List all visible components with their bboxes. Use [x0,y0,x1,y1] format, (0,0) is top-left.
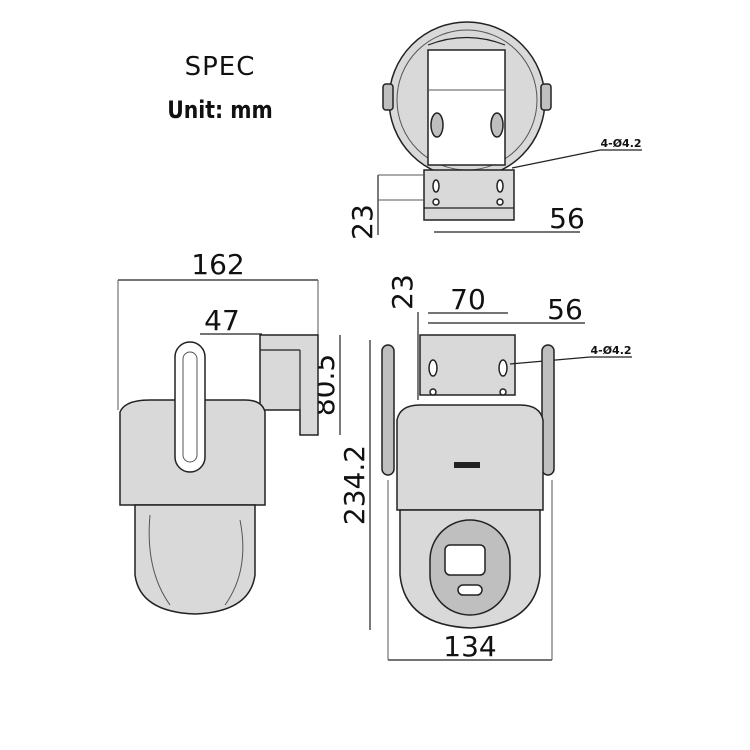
top-view-hole-3 [432,198,440,206]
side-view-floodlight [174,341,206,473]
front-view-sensor [457,584,483,596]
dim-front-hole-spacing: 70 [450,283,486,316]
dim-front-bracket-width: 56 [547,293,583,326]
side-view: 162 47 80.5 [117,248,341,615]
front-view-light-right [541,344,555,476]
dim-top-height: 23 [346,204,379,240]
side-view-dome [134,504,256,615]
dim-side-bracket: 47 [204,304,240,337]
dim-front-height: 234.2 [338,445,371,525]
top-view-lug-left [382,83,394,111]
dim-top-width: 56 [549,202,585,235]
unit-label: Unit: mm [167,96,273,124]
front-view-brand [454,462,480,468]
top-view: 23 56 4-Ø4.2 [346,21,642,240]
front-view-lens [444,544,486,576]
leader-top-holes [511,149,601,169]
top-view-housing [427,49,506,166]
spec-title: SPEC [184,52,256,82]
top-view-light-right [490,112,504,138]
top-view-hole-1 [432,179,440,193]
dim-front-width: 134 [443,630,496,663]
front-view: 23 70 56 4-Ø4.2 [338,274,632,663]
top-view-bracket [423,169,515,221]
dim-front-bracket-height: 23 [386,274,419,310]
top-view-light-left [430,112,444,138]
front-view-body [396,404,544,511]
front-view-light-left [381,344,395,476]
label-top-holes: 4-Ø4.2 [600,137,641,150]
top-view-hole-4 [496,198,504,206]
spec-header: SPEC Unit: mm [150,52,290,124]
top-view-housing-top [427,36,506,46]
top-view-lug-right [540,83,552,111]
label-front-holes: 4-Ø4.2 [590,344,631,357]
top-view-hole-2 [496,179,504,193]
dim-side-width: 162 [191,248,244,281]
